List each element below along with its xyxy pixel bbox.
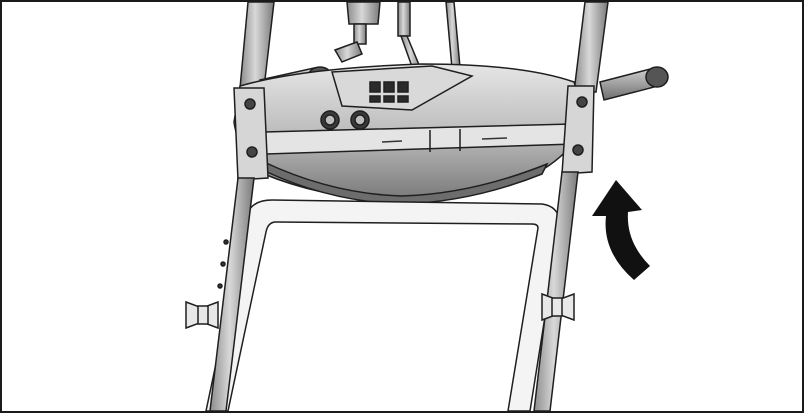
- control-housing: [233, 63, 588, 205]
- right-bracket: [561, 85, 595, 175]
- lower-frame: [205, 199, 561, 411]
- right-handle-tube-upper: [573, 2, 609, 93]
- right-wing-knob: [541, 292, 575, 322]
- right-grip: [599, 66, 669, 101]
- left-wing-knob: [185, 300, 219, 330]
- curved-arrow-up-icon: [592, 180, 650, 280]
- left-bracket: [233, 87, 269, 181]
- left-handle-tube-upper: [239, 2, 275, 89]
- right-handle-tube-lower: [533, 171, 579, 411]
- left-handle-tube-lower: [209, 177, 255, 411]
